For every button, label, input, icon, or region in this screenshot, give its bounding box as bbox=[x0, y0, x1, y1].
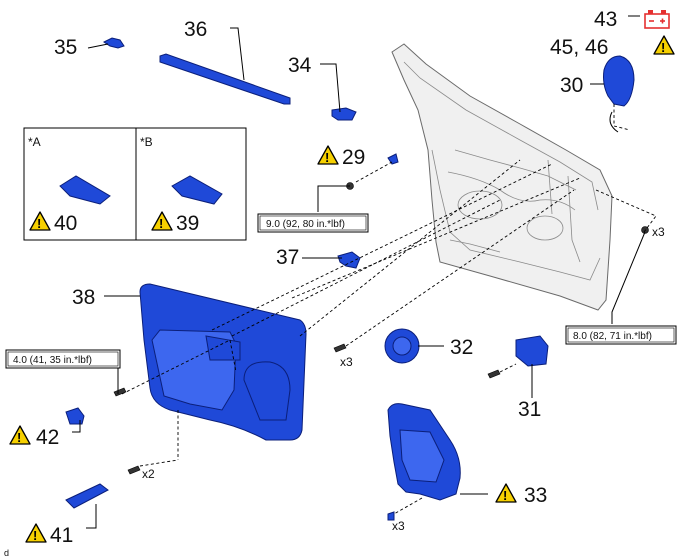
callout-34: 34 bbox=[288, 54, 312, 77]
callout-35: 35 bbox=[54, 36, 77, 59]
callout-36: 36 bbox=[184, 18, 207, 41]
svg-text:!: ! bbox=[661, 40, 665, 55]
part-42-piece bbox=[65, 407, 85, 425]
part-31-module bbox=[515, 335, 549, 367]
caution-icon: ! bbox=[29, 211, 51, 231]
part-30-mirror bbox=[603, 55, 635, 107]
svg-text:!: ! bbox=[37, 216, 41, 231]
callout-42: 42 bbox=[36, 426, 59, 449]
qty-top-right: x3 bbox=[652, 225, 665, 239]
part-39-switch bbox=[171, 175, 223, 205]
part-40-switch bbox=[59, 175, 111, 205]
part-33-clip bbox=[387, 511, 395, 521]
caution-icon: ! bbox=[25, 523, 47, 543]
caution-icon: ! bbox=[151, 211, 173, 231]
callout-40: 40 bbox=[54, 212, 77, 235]
svg-text:!: ! bbox=[159, 216, 163, 231]
alignment-lines bbox=[121, 159, 657, 515]
callout-31: 31 bbox=[518, 398, 541, 421]
inset-box: *A *B bbox=[23, 127, 247, 241]
callout-30: 30 bbox=[560, 74, 583, 97]
door-frame bbox=[391, 43, 613, 311]
svg-text:!: ! bbox=[17, 430, 21, 445]
svg-text:!: ! bbox=[503, 488, 507, 503]
part-33-cover bbox=[387, 403, 461, 501]
svg-text:!: ! bbox=[325, 150, 329, 165]
inset-label-b: *B bbox=[140, 135, 153, 149]
callout-45-46: 45, 46 bbox=[550, 36, 608, 59]
part-36-moulding bbox=[159, 53, 291, 105]
battery-icon bbox=[644, 10, 670, 29]
callout-37: 37 bbox=[276, 246, 299, 269]
part-37-bracket bbox=[337, 251, 361, 269]
part-34-cover bbox=[331, 107, 357, 121]
qty-left-bolts: x3 bbox=[340, 355, 353, 369]
svg-text:9.0 (92, 80 in.*lbf): 9.0 (92, 80 in.*lbf) bbox=[266, 219, 345, 230]
caution-icon: ! bbox=[317, 145, 339, 165]
svg-text:4.0 (41, 35 in.*lbf): 4.0 (41, 35 in.*lbf) bbox=[13, 355, 92, 366]
callout-41: 41 bbox=[50, 524, 73, 547]
torque-spec-4: 4.0 (41, 35 in.*lbf) bbox=[5, 349, 121, 369]
qty-bottom-clips: x3 bbox=[392, 519, 405, 533]
part-29-clip bbox=[387, 153, 399, 165]
svg-text:8.0 (82, 71 in.*lbf): 8.0 (82, 71 in.*lbf) bbox=[573, 331, 652, 342]
part-38-door-trim bbox=[139, 283, 307, 441]
callout-38: 38 bbox=[72, 286, 95, 309]
caution-icon: ! bbox=[9, 425, 31, 445]
callout-39: 39 bbox=[176, 212, 199, 235]
figure-code: d bbox=[4, 548, 9, 558]
caution-icon: ! bbox=[495, 483, 517, 503]
qty-screws: x2 bbox=[142, 467, 155, 481]
torque-spec-9: 9.0 (92, 80 in.*lbf) bbox=[257, 213, 369, 233]
callout-32: 32 bbox=[450, 336, 473, 359]
part-41-garnish bbox=[65, 483, 109, 509]
part-35-clip bbox=[103, 37, 125, 49]
inset-label-a: *A bbox=[28, 135, 41, 149]
callout-43: 43 bbox=[594, 8, 617, 31]
callout-33: 33 bbox=[524, 484, 547, 507]
callout-29: 29 bbox=[342, 146, 365, 169]
torque-spec-8: 8.0 (82, 71 in.*lbf) bbox=[565, 325, 677, 345]
fasteners bbox=[113, 182, 649, 475]
part-32-speaker bbox=[384, 328, 420, 364]
svg-text:!: ! bbox=[33, 528, 37, 543]
caution-icon: ! bbox=[653, 35, 675, 55]
